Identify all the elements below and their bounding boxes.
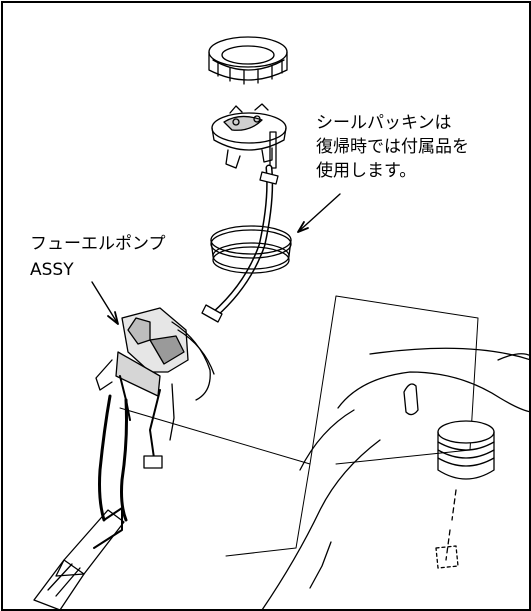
tank-opening [435, 420, 495, 569]
fuel-pump-assy [95, 307, 215, 522]
connector-lines [119, 295, 479, 557]
seal-packing-callout-line1: シールパッキンは [316, 113, 452, 133]
seal-packing-ring [210, 225, 292, 274]
fuel-tank [261, 347, 531, 610]
seal-packing-callout-line2: 復帰時では付属品を [316, 137, 469, 157]
fuel-hose [201, 164, 279, 323]
callout-arrows [91, 193, 341, 325]
sender-float [33, 507, 125, 610]
pump-flange [211, 103, 287, 169]
seal-packing-callout: シールパッキンは 復帰時では付属品を 使用します。 [316, 112, 469, 184]
fuel-pump-callout-line1: フューエルポンプ [30, 234, 166, 254]
seal-packing-callout-line3: 使用します。 [316, 161, 417, 181]
retainer-ring [208, 36, 288, 85]
fuel-pump-callout-line2: ASSY [30, 260, 74, 280]
fuel-pump-callout: フューエルポンプ ASSY [30, 233, 166, 285]
